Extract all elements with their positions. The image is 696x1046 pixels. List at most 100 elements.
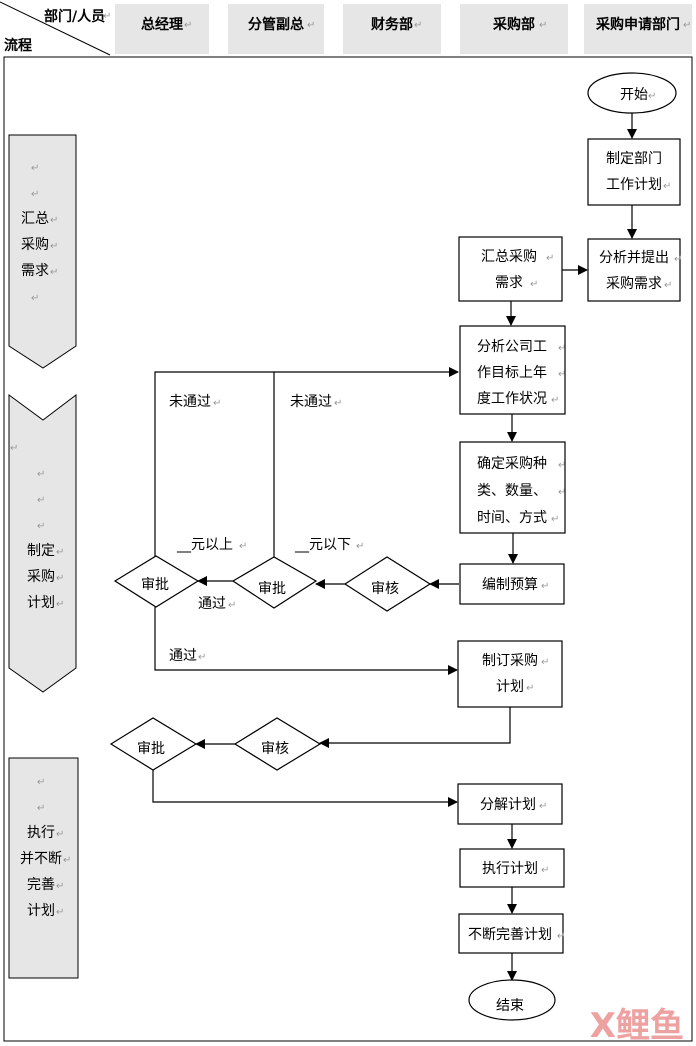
phase-line: 完善 — [27, 877, 55, 893]
node-determine — [459, 441, 566, 534]
node-analyze-company-line1: 分析公司工 — [477, 339, 547, 355]
phase-line: 并不断 — [20, 851, 62, 867]
return-mark: ↵ — [551, 514, 559, 525]
node-improve-label: 不断完善计划 — [468, 927, 552, 943]
node-approve1 — [231, 556, 318, 609]
node-approve2 — [113, 555, 200, 608]
return-mark: ↵ — [228, 600, 236, 611]
phase-line: 制定 — [27, 543, 55, 559]
nodes: 开始 制定部门 工作计划 分析并提出 采购需求 汇总采购 需求 分析公司工 作目… — [109, 72, 681, 1021]
node-improve — [458, 913, 564, 954]
return-mark: ↵ — [50, 215, 58, 226]
phase-line: 采购 — [21, 237, 49, 253]
header-col-requester: 采购申请部门 — [595, 16, 680, 33]
return-mark: ↵ — [184, 20, 192, 31]
node-end — [468, 979, 556, 1021]
connectors — [152, 113, 637, 981]
swimlane-frame — [3, 56, 693, 1042]
label-above: __元以上 — [176, 537, 233, 553]
node-analyze-need-line2: 采购需求 — [606, 276, 662, 292]
phase-chevron-1 — [8, 134, 77, 369]
node-review2-label: 审核 — [261, 741, 289, 757]
node-analyze-company — [459, 325, 566, 415]
return-mark: ↵ — [56, 599, 64, 610]
return-mark: ↵ — [558, 369, 566, 380]
return-mark: ↵ — [37, 521, 45, 532]
return-mark: ↵ — [558, 460, 566, 471]
node-collect-need-line2: 需求 — [495, 275, 523, 291]
header-cell-purchase — [460, 4, 568, 54]
return-mark: ↵ — [541, 865, 549, 876]
header-cell-finance — [343, 4, 441, 54]
return-mark: ↵ — [31, 293, 39, 304]
phase-line: 计划 — [27, 903, 55, 919]
node-end-label: 结束 — [496, 998, 524, 1014]
return-mark: ↵ — [31, 163, 39, 174]
return-mark: ↵ — [10, 443, 18, 454]
return-mark: ↵ — [213, 398, 221, 409]
node-make-plan — [587, 138, 681, 206]
return-marks: ↵ ↵ ↵ ↵ ↵ ↵ ↵ ↵ ↵ ↵ ↵ ↵ ↵ ↵ ↵ ↵ ↵ ↵ ↵ ↵ … — [103, 11, 691, 942]
node-review2 — [233, 717, 322, 771]
return-mark: ↵ — [56, 573, 64, 584]
return-mark: ↵ — [683, 20, 691, 31]
phase-line: 计划 — [27, 595, 55, 611]
node-collect-need — [458, 236, 563, 302]
node-set-plan-line2: 计划 — [496, 679, 524, 695]
node-budget-label: 编制预算 — [482, 577, 538, 593]
header-col-vp: 分管副总 — [248, 16, 304, 33]
label-not-pass-1: 未通过 — [169, 394, 211, 410]
node-execute-label: 执行计划 — [482, 861, 538, 877]
node-review1 — [343, 556, 432, 612]
return-mark: ↵ — [56, 881, 64, 892]
return-mark: ↵ — [558, 487, 566, 498]
return-mark: ↵ — [239, 541, 247, 552]
node-determine-line1: 确定采购种 — [477, 456, 547, 472]
edge-setplan-to-review2 — [319, 707, 511, 748]
header-corner-bottom: 流程 — [4, 37, 32, 54]
label-pass-1: 通过 — [198, 596, 226, 612]
header-cell-vp — [228, 4, 324, 54]
node-collect-need-line1: 汇总采购 — [481, 249, 537, 265]
node-execute — [459, 848, 565, 888]
return-mark: ↵ — [50, 241, 58, 252]
return-mark: ↵ — [664, 280, 672, 291]
return-mark: ↵ — [50, 267, 58, 278]
phase-text-collect: ↵↵汇总↵采购↵需求↵↵ — [21, 163, 58, 304]
header-col-purchase: 采购部 — [492, 16, 535, 33]
phase-line: 采购 — [27, 569, 55, 585]
node-approve3 — [109, 717, 198, 771]
node-analyze-company-line3: 度工作状况 — [477, 391, 547, 407]
return-mark: ↵ — [37, 495, 45, 506]
header-col-finance: 财务部 — [370, 16, 413, 33]
node-set-plan — [457, 640, 563, 708]
node-start — [587, 72, 677, 114]
phase-text-execute: ↵↵执行↵并不断↵完善↵计划↵ — [20, 777, 71, 919]
header-diagonal — [0, 1, 111, 56]
phase-text-plan: ↵↵↵↵制定↵采购↵计划↵ — [10, 443, 64, 611]
node-start-label: 开始 — [620, 87, 648, 103]
phase-chevron-2 — [8, 393, 77, 693]
return-mark: ↵ — [663, 181, 671, 192]
edge-approve3-to-decompose — [152, 770, 458, 807]
node-budget — [459, 563, 565, 605]
node-approve1-label: 审批 — [258, 581, 286, 597]
phase-line: 执行 — [27, 825, 55, 841]
edge-labels: 未通过 未通过 __元以上 __元以下 通过 通过 — [169, 394, 351, 664]
label-not-pass-2: 未通过 — [290, 394, 332, 410]
header-row: 部门/人员 流程 总经理 分管副总 财务部 采购部 采购申请部门 — [0, 1, 692, 56]
header-col-gm: 总经理 — [141, 16, 183, 33]
return-mark: ↵ — [307, 20, 315, 31]
return-mark: ↵ — [356, 541, 364, 552]
return-mark: ↵ — [530, 279, 538, 290]
node-set-plan-line1: 制订采购 — [482, 653, 538, 669]
return-mark: ↵ — [63, 855, 71, 866]
return-mark: ↵ — [541, 657, 549, 668]
return-mark: ↵ — [56, 547, 64, 558]
node-decompose-label: 分解计划 — [480, 797, 536, 813]
node-determine-line3: 时间、方式 — [477, 510, 547, 526]
return-mark: ↵ — [31, 189, 39, 200]
node-determine-line2: 类、数量、 — [477, 483, 547, 499]
return-mark: ↵ — [557, 931, 565, 942]
